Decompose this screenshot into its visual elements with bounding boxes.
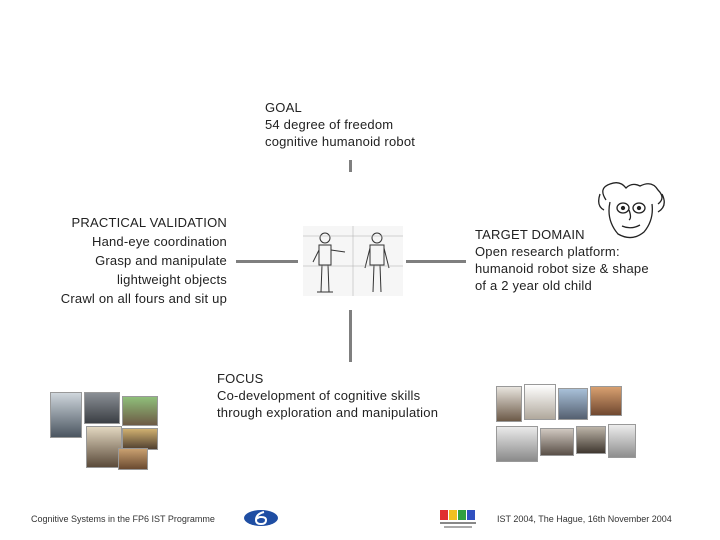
robot-photo (86, 426, 122, 468)
manipulation-photo (558, 388, 588, 420)
connector-bottom (349, 310, 352, 362)
fp6-logo (244, 510, 278, 526)
target-line-1: Open research platform: (475, 244, 620, 259)
target-line-3: of a 2 year old child (475, 278, 592, 293)
manipulation-photo (576, 426, 606, 454)
manipulation-photo (540, 428, 574, 456)
goal-line-1: 54 degree of freedom (265, 117, 394, 132)
practical-line-4: Crawl on all fours and sit up (60, 291, 227, 306)
robot-photo-collage (46, 388, 166, 470)
connector-top (349, 160, 352, 172)
cartoon-face-illustration (598, 182, 665, 239)
focus-line-1: Co-development of cognitive skills (217, 388, 421, 403)
robot-photo (122, 396, 158, 426)
practical-block: PRACTICAL VALIDATION Hand-eye coordinati… (20, 213, 227, 308)
manipulation-photo (608, 424, 636, 458)
goal-line-2: cognitive humanoid robot (265, 134, 416, 149)
target-block: TARGET DOMAIN Open research platform: hu… (475, 226, 649, 294)
humanoid-robot-drawing (303, 226, 403, 296)
focus-block: FOCUS Co-development of cognitive skills… (217, 370, 438, 421)
practical-line-1: Hand-eye coordination (91, 234, 227, 249)
target-heading: TARGET DOMAIN (475, 227, 585, 242)
practical-line-2: Grasp and manipulate (95, 253, 227, 268)
goal-block: GOAL 54 degree of freedom cognitive huma… (265, 99, 415, 150)
target-line-2: humanoid robot size & shape (475, 261, 649, 276)
footer-right-text: IST 2004, The Hague, 16th November 2004 (497, 514, 672, 524)
manipulation-photo (496, 386, 522, 422)
manipulation-photo (590, 386, 622, 416)
robot-photo (84, 392, 120, 424)
ist-event-logo (440, 510, 476, 528)
manipulation-photo (524, 384, 556, 420)
manipulation-photo-collage (492, 382, 642, 466)
connector-left (236, 260, 298, 263)
focus-heading: FOCUS (217, 371, 264, 386)
practical-line-3: lightweight objects (116, 272, 227, 287)
footer-left-text: Cognitive Systems in the FP6 IST Program… (31, 514, 215, 524)
manipulation-photo (496, 426, 538, 462)
goal-heading: GOAL (265, 100, 302, 115)
robot-photo (50, 392, 82, 438)
practical-heading: PRACTICAL VALIDATION (71, 215, 227, 230)
robot-photo (122, 428, 158, 450)
focus-line-2: through exploration and manipulation (217, 405, 439, 420)
robot-photo (118, 448, 148, 470)
connector-right (406, 260, 466, 263)
